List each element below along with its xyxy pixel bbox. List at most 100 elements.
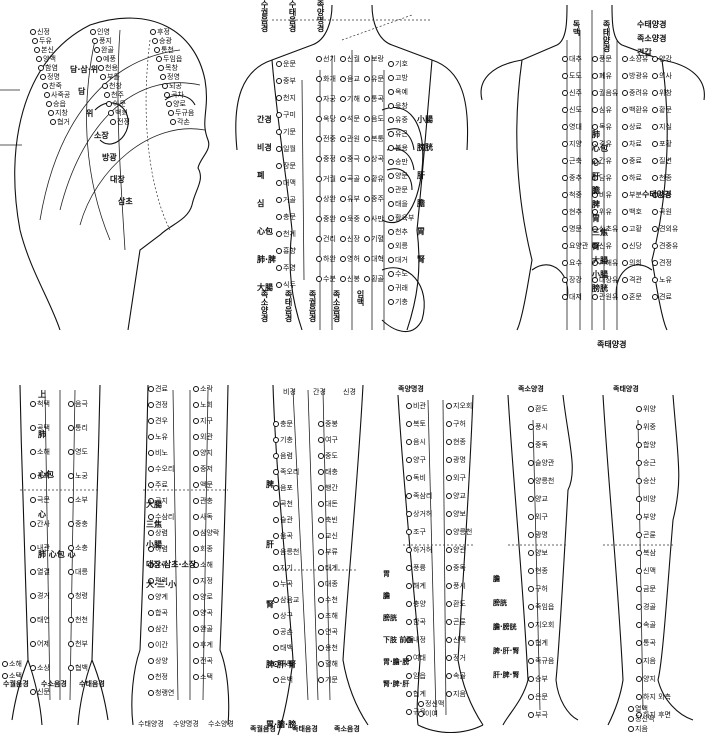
point-label: 삼초유 — [592, 225, 618, 234]
acupoint-marker — [30, 425, 36, 431]
point-label: 양곡 — [193, 609, 213, 618]
acupoint-marker — [2, 673, 8, 679]
acupoint-marker — [193, 434, 199, 440]
organ-tag: 肺 — [592, 130, 600, 139]
point-label: 온류 — [148, 561, 168, 570]
acupoint-marker — [406, 709, 412, 715]
point-label: 풍륭 — [406, 564, 426, 573]
acupoint-marker — [446, 475, 452, 481]
acupoint-marker — [160, 74, 166, 80]
meridian-name: 족양명경 — [398, 385, 424, 393]
point-label: 조해 — [318, 612, 338, 621]
acupoint-marker — [622, 158, 628, 164]
acupoint-marker — [562, 209, 568, 215]
point-label: 신도 — [562, 106, 582, 115]
point-label: 천계 — [276, 230, 296, 239]
organ-tag: 肝 — [266, 540, 274, 549]
acupoint-marker — [388, 159, 394, 165]
acupoint-marker — [193, 498, 199, 504]
acupoint-marker — [388, 215, 394, 221]
acupoint-marker — [636, 442, 642, 448]
meridian-name: 간경 — [313, 388, 326, 396]
point-label: 속골 — [636, 621, 656, 630]
acupoint-marker — [562, 90, 568, 96]
meridian-name: 수태음경 — [79, 680, 105, 688]
acupoint-marker — [636, 694, 642, 700]
acupoint-marker — [652, 141, 658, 147]
meridian-name: 견갑 — [637, 48, 652, 57]
acupoint-marker — [528, 460, 534, 466]
point-label: 견료 — [652, 293, 672, 302]
point-label: 금문 — [636, 585, 656, 594]
acupoint-marker — [388, 103, 394, 109]
point-label: 유근 — [388, 130, 408, 139]
point-label: 신봉 — [340, 275, 360, 284]
point-label: 신유 — [592, 242, 612, 251]
point-label: 상료 — [622, 123, 642, 132]
acupoint-marker — [446, 691, 452, 697]
organ-tag: 胃 — [383, 570, 390, 578]
acupoint-marker — [592, 73, 598, 79]
point-label: 축빈 — [318, 516, 338, 525]
point-label: 심유 — [592, 106, 612, 115]
point-label: 중극 — [340, 155, 360, 164]
organ-tag: 간경 — [257, 115, 272, 124]
acupoint-marker — [152, 38, 158, 44]
point-label: 합곡 — [148, 609, 168, 618]
acupoint-marker — [148, 578, 154, 584]
acupoint-marker — [652, 56, 658, 62]
acupoint-marker — [276, 78, 282, 84]
acupoint-marker — [388, 75, 394, 81]
acupoint-marker — [528, 496, 534, 502]
point-label: 양지 — [636, 675, 656, 684]
point-label: 합양 — [636, 441, 656, 450]
acupoint-marker — [406, 619, 412, 625]
acupoint-marker — [104, 92, 110, 98]
point-label: 용천 — [318, 644, 338, 653]
point-label: 두유 — [32, 37, 52, 46]
acupoint-marker — [68, 497, 74, 503]
point-label: 천용 — [98, 64, 118, 73]
acupoint-marker — [318, 565, 324, 571]
point-label: 위창 — [652, 89, 672, 98]
point-label: 혼문 — [622, 293, 642, 302]
acupoint-marker — [276, 61, 282, 67]
point-label: 인영 — [90, 28, 110, 37]
point-label: 곡택 — [30, 424, 50, 433]
point-label: 삼간 — [148, 625, 168, 634]
acupoint-marker — [388, 285, 394, 291]
point-label: 척중 — [562, 191, 582, 200]
point-label: 사만 — [364, 215, 384, 224]
acupoint-marker — [273, 565, 279, 571]
point-label: 승근 — [636, 459, 656, 468]
acupoint-marker — [68, 545, 74, 551]
point-label: 공최 — [30, 472, 50, 481]
point-label: 음극 — [68, 400, 88, 409]
meridian-name: 족궐음경 — [308, 290, 317, 322]
point-label: 지기 — [273, 564, 293, 573]
acupoint-marker — [592, 294, 598, 300]
organ-tag: 膀胱 — [592, 284, 608, 293]
acupoint-marker — [636, 514, 642, 520]
point-label: 차료 — [622, 140, 642, 149]
acupoint-marker — [318, 485, 324, 491]
acupoint-marker — [592, 192, 598, 198]
acupoint-marker — [446, 655, 452, 661]
point-label: 현추 — [562, 208, 582, 217]
point-label: 기호 — [388, 60, 408, 69]
point-label: 양로 — [166, 100, 186, 109]
organ-tag: 三焦 — [146, 520, 162, 529]
point-label: 하렴 — [148, 545, 168, 554]
acupoint-marker — [273, 453, 279, 459]
acupoint-marker — [276, 214, 282, 220]
point-label: 전곡 — [193, 657, 213, 666]
point-label: 천지 — [276, 94, 296, 103]
organ-tag: 脾 — [592, 200, 600, 209]
point-label: 곡차 — [164, 91, 184, 100]
acupoint-marker — [273, 549, 279, 555]
meridian-name: 비경 — [283, 388, 296, 396]
acupoint-marker — [592, 56, 598, 62]
point-label: 소해 — [2, 660, 22, 669]
